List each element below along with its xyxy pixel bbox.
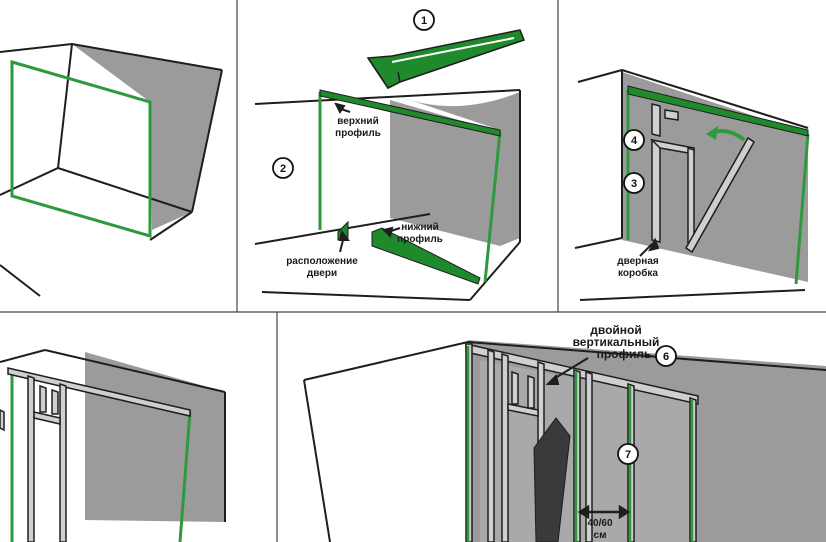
panel-stud-frame [303, 340, 826, 542]
step-4-label: 4 [631, 135, 638, 147]
double-profile-label-3: профиль [597, 347, 652, 361]
top-profile-label-1: верхний [337, 116, 378, 127]
step-markers: 1 2 4 3 6 7 [272, 9, 677, 465]
step-2-marker: 2 [272, 157, 294, 179]
double-profile-label-1: двойной [590, 323, 642, 337]
door-frame-label-2: коробка [618, 267, 658, 279]
door-location-label-2: двери [307, 268, 337, 279]
door-location-label-1: расположение [286, 256, 358, 267]
partition-outline-frame [10, 60, 152, 238]
spacing-dimension [577, 504, 631, 520]
spacing-label-1: 40/60 [587, 518, 612, 529]
bottom-profile-label-1: нижний [401, 222, 439, 233]
top-profile-label-2: профиль [335, 127, 381, 139]
step-6-marker: 6 [655, 345, 677, 367]
spacing-label-2: см [594, 530, 607, 541]
profile-section [366, 29, 525, 89]
step-7-marker: 7 [617, 443, 639, 465]
panel-door-frame [574, 69, 810, 301]
step-3-label: 3 [631, 178, 637, 190]
step-2-label: 2 [280, 163, 286, 175]
bottom-profile-label-2: профиль [397, 233, 443, 245]
step-7-label: 7 [625, 449, 631, 461]
step-4-marker: 4 [623, 129, 645, 151]
step-6-label: 6 [663, 351, 669, 363]
door-frame-label-1: дверная [617, 256, 659, 267]
step-3-marker: 3 [623, 172, 645, 194]
double-profile-label-2: вертикальный [573, 335, 660, 349]
panel-opening-frame [0, 349, 226, 542]
step-1-marker: 1 [413, 9, 435, 31]
panel-room-outline [0, 42, 223, 297]
step-1-label: 1 [421, 15, 427, 27]
annotation-labels: верхний профиль нижний профиль расположе… [286, 116, 659, 541]
panel-profiles [254, 29, 525, 301]
